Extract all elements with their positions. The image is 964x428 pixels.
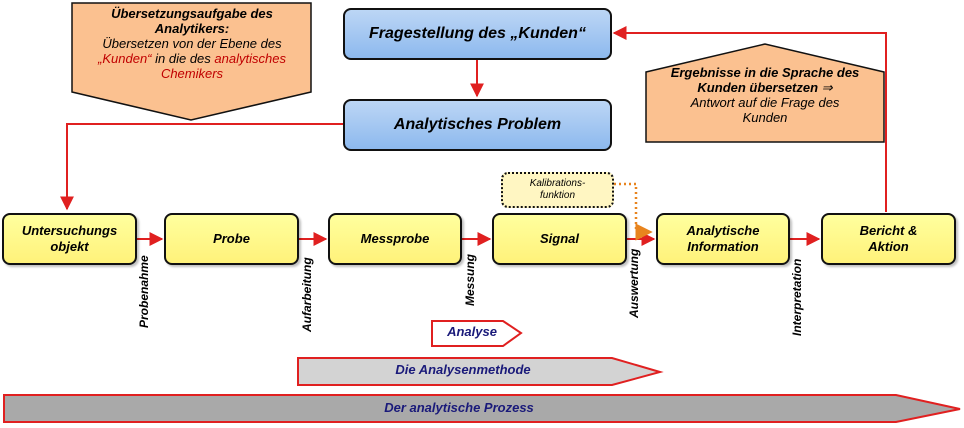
transition-label-aufarbeitung: Aufarbeitung [300, 257, 314, 332]
transition-label-probenahme: Probenahme [137, 255, 151, 328]
transition-label-messung: Messung [463, 253, 477, 306]
analyse-label: Analyse [447, 324, 497, 339]
right-callout-shape [645, 43, 885, 143]
step-6-line-1: Bericht & [859, 223, 918, 239]
step-1-line-1: Untersuchungs [21, 223, 118, 239]
left-callout-title-1: Übersetzungsaufgabe des [111, 6, 273, 21]
calibration-line-2: funktion [539, 190, 576, 201]
methode-label: Die Analysenmethode [395, 362, 531, 377]
analyse-bar [431, 320, 523, 347]
transition-label-interpretation: Interpretation [790, 258, 804, 336]
methode-bar [297, 357, 664, 386]
transition-label-auswertung: Auswertung [627, 248, 641, 318]
arrow-calibration [614, 182, 653, 241]
step-1-line-2: objekt [50, 239, 89, 254]
calibration-line-1: Kalibrations- [529, 178, 586, 189]
right-callout-body-2: Kunden [742, 109, 788, 125]
calibration-note: Kalibrations- funktion [501, 172, 614, 208]
step-6-line-2: Aktion [868, 239, 909, 254]
left-callout-kunden: „Kunden“ [98, 50, 152, 66]
left-callout-red-2: Chemikers [160, 65, 224, 81]
right-callout-bold-line: Kunden übersetzen ⇒ [648, 79, 882, 96]
left-callout-body-2: in die des [155, 50, 211, 66]
left-callout-body-1: Übersetzen von der Ebene des [102, 35, 282, 51]
right-callout-bold-1: Ergebnisse in die Sprache des [670, 65, 860, 80]
left-callout-body-line: „Kunden“ in die des analytisches [76, 50, 308, 67]
left-callout-shape [71, 2, 312, 121]
step-2-line-1: Probe [213, 231, 250, 247]
left-callout-title-2: Analytikers: [154, 20, 230, 36]
left-callout-red-1: analytisches [214, 50, 286, 66]
prozess-label: Der analytische Prozess [384, 400, 534, 415]
step-5-line-1: Analytische [686, 223, 760, 239]
right-callout-text: Ergebnisse in die Sprache des Kunden übe… [648, 65, 882, 126]
step-3-line-1: Messprobe [360, 231, 430, 247]
customer-question-box: Fragestellung des „Kunden“ [343, 8, 612, 60]
step-sample: Probe [164, 213, 299, 265]
right-callout-body-1: Antwort auf die Frage des [690, 94, 840, 110]
arrow-problem-to-object [60, 123, 344, 211]
arrow-report-to-question [612, 26, 887, 212]
step-signal: Signal [492, 213, 627, 265]
prozess-bar [3, 394, 961, 423]
step-report-action: Bericht &Aktion [821, 213, 956, 265]
step-measurement-sample: Messprobe [328, 213, 462, 265]
customer-question-label: Fragestellung des „Kunden“ [369, 25, 586, 43]
right-arrow-icon: ⇒ [821, 79, 833, 95]
step-4-line-1: Signal [539, 231, 579, 247]
left-callout-text: Übersetzungsaufgabe des Analytikers: Übe… [76, 6, 308, 82]
analytical-problem-label: Analytisches Problem [393, 116, 562, 134]
analytical-problem-box: Analytisches Problem [343, 99, 612, 151]
step-5-line-2: Information [687, 239, 759, 254]
right-callout-bold-2: Kunden übersetzen [697, 79, 819, 95]
